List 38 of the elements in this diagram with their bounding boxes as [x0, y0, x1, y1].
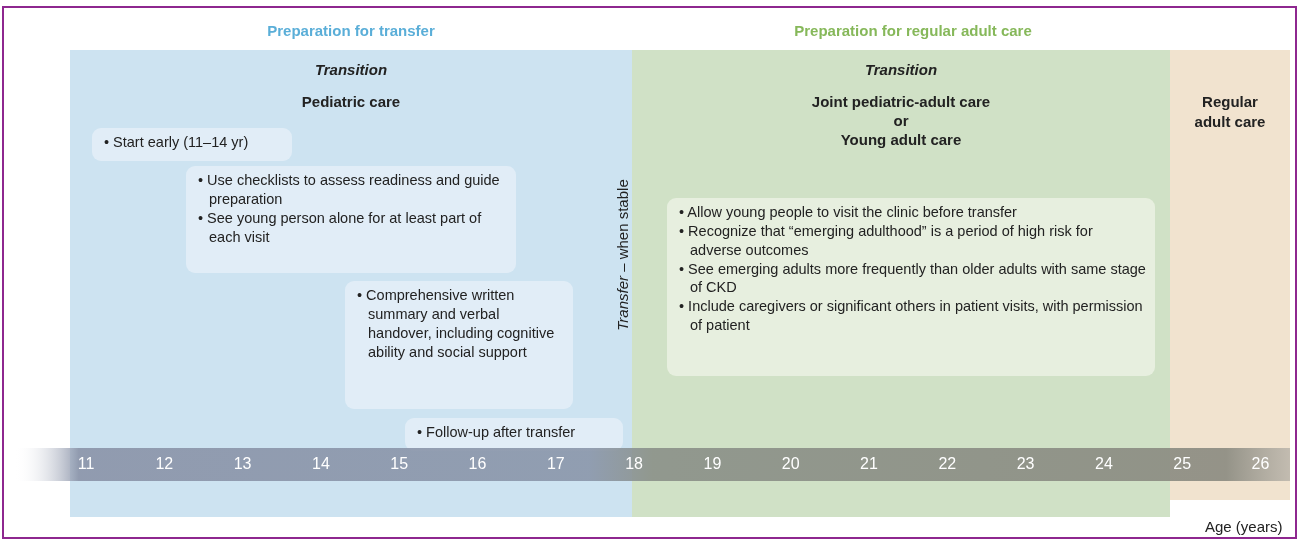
stage-title: Young adult care [839, 130, 963, 150]
stage-title: or [892, 111, 910, 131]
age-tick-label: 13 [233, 455, 252, 473]
age-tick-label: 12 [155, 455, 174, 473]
recommendation-card [667, 198, 1155, 376]
age-tick-label: 20 [781, 455, 800, 473]
phase-heading: Preparation for transfer [267, 22, 435, 39]
bullet-text: • See emerging adults more frequently than older adults with same stage of CKD [679, 259, 1147, 298]
bullet-text: • Include caregivers or significant others in patient visits, with permission of patient [679, 297, 1144, 335]
bullet-text: • Recognize that “emerging adulthood” is a period of high risk for adverse outcomes [679, 221, 1094, 260]
bullet-text: • See young person alone for at least part of each visit [198, 208, 483, 247]
age-tick-label: 18 [625, 455, 643, 473]
age-tick-label: 23 [1016, 455, 1035, 473]
age-tick-label: 25 [1173, 455, 1192, 473]
age-tick-label: 16 [468, 455, 487, 473]
axis-title: Age (years) [1205, 518, 1283, 535]
bullet-text: • Allow young people to visit the clinic before transfer [679, 203, 1018, 222]
age-tick-label: 22 [938, 455, 957, 473]
age-tick-label: 11 [77, 455, 95, 473]
stage-title: Pediatric care [300, 92, 402, 112]
age-tick-label: 15 [390, 455, 409, 473]
age-tick-label: 24 [1095, 455, 1113, 473]
phase-heading: Preparation for regular adult care [794, 22, 1032, 39]
bullet-text: • Follow-up after transfer [417, 423, 577, 442]
bullet-text: • Comprehensive written summary and verbal handover, including cognitive ability and social support [357, 286, 556, 362]
age-tick-label: 14 [312, 455, 330, 473]
bullet-text: • Use checklists to assess readiness and guide preparation [198, 171, 501, 209]
transfer-note: Transfer – when stable [613, 179, 631, 331]
age-tick-label: 26 [1251, 455, 1270, 473]
age-tick-label: 21 [860, 455, 878, 473]
stage-title: Regular adult care [1193, 92, 1267, 131]
stage-subtitle: Transition [863, 60, 939, 80]
bullet-text: • Start early (11–14 yr) [104, 133, 250, 152]
stage-title: Joint pediatric-adult care [810, 92, 992, 112]
stage-band [1170, 50, 1290, 500]
age-tick-label: 17 [546, 455, 565, 473]
age-tick-label: 19 [703, 455, 722, 473]
stage-subtitle: Transition [313, 60, 389, 80]
